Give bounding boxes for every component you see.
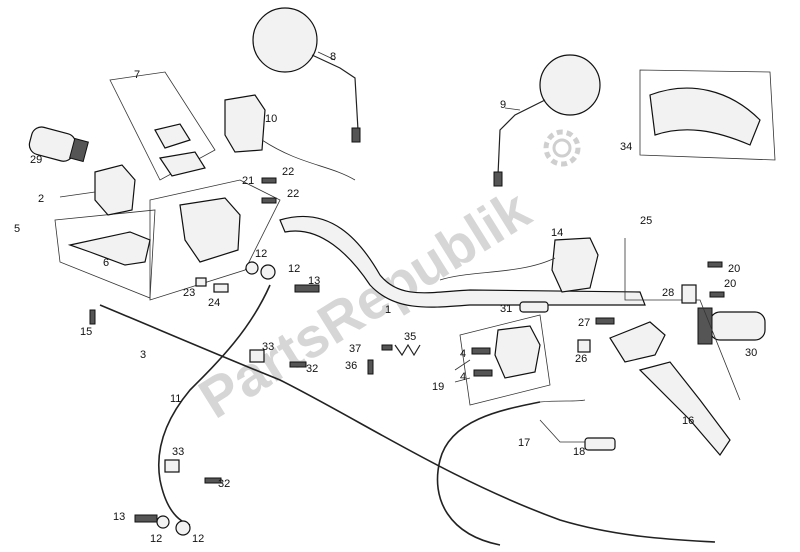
label-3: 3: [140, 349, 146, 361]
label-33a: 33: [262, 341, 274, 353]
bolt-13-bottom: [134, 514, 158, 523]
label-13b: 13: [113, 511, 125, 523]
label-30: 30: [745, 347, 757, 359]
mirror-right: [493, 54, 601, 187]
lever-bracket-right: [609, 321, 666, 363]
bolt-28: [681, 284, 697, 304]
bolt-13-top: [294, 284, 320, 293]
label-14: 14: [551, 227, 563, 239]
label-17: 17: [518, 437, 530, 449]
cable-11: [157, 284, 271, 526]
spring-35: [394, 343, 421, 357]
label-11: 11: [170, 393, 181, 405]
label-13a: 13: [308, 275, 320, 287]
group-box-master: [149, 179, 281, 301]
label-24: 24: [208, 297, 220, 309]
label-22a: 22: [282, 166, 294, 178]
label-36: 36: [345, 360, 357, 372]
bolt-4: [471, 347, 493, 377]
clip-33-bottom: [164, 459, 180, 473]
label-15: 15: [80, 326, 92, 338]
gear-icon: [543, 129, 581, 167]
bolt-23-24: [195, 277, 229, 293]
switch-wire-10: [261, 139, 356, 181]
bolt-15: [89, 309, 96, 325]
switch-unit-14: [551, 237, 599, 293]
bolt-36-37: [367, 344, 393, 375]
label-9: 9: [500, 99, 506, 111]
label-32b: 32: [218, 478, 230, 490]
label-7: 7: [134, 69, 140, 81]
label-10: 10: [265, 113, 277, 125]
master-cylinder-cap: [154, 123, 191, 149]
cable-17b: [539, 399, 586, 403]
label-12c: 12: [150, 533, 162, 545]
label-16: 16: [682, 415, 694, 427]
lever-right: [638, 361, 731, 456]
washer-12-top: [245, 261, 276, 280]
label-2: 2: [38, 193, 44, 205]
label-12b: 12: [288, 263, 300, 275]
bolt-22: [261, 177, 277, 204]
master-cylinder: [179, 197, 241, 263]
group-box-7: [109, 71, 216, 181]
label-28: 28: [662, 287, 674, 299]
handguard: [649, 87, 761, 146]
label-37: 37: [349, 343, 361, 355]
label-1: 1: [385, 304, 391, 316]
label-26: 26: [575, 353, 587, 365]
label-5: 5: [14, 223, 20, 235]
label-12d: 12: [192, 533, 204, 545]
lever-left: [67, 231, 151, 266]
bolt-32-top: [289, 361, 307, 368]
label-19: 19: [432, 381, 444, 393]
bolt-32-bottom: [204, 477, 222, 484]
label-27: 27: [578, 317, 590, 329]
clip-33-top: [249, 349, 265, 363]
bolt-26-27: [577, 317, 615, 353]
label-6: 6: [103, 257, 109, 269]
label-23: 23: [183, 287, 195, 299]
master-cylinder-gasket: [158, 151, 206, 177]
switch-clamp-19: [494, 325, 541, 379]
mirror-left: [252, 7, 361, 143]
switch-unit-10: [224, 94, 266, 153]
right-grip: [697, 307, 766, 345]
label-8: 8: [330, 51, 336, 63]
group-box-34: [639, 69, 776, 161]
label-4b: 4: [460, 371, 466, 383]
part-31: [519, 301, 549, 313]
label-12a: 12: [255, 248, 267, 260]
label-4a: 4: [460, 348, 466, 360]
label-33b: 33: [172, 446, 184, 458]
label-34: 34: [620, 141, 632, 153]
label-29: 29: [30, 154, 42, 166]
label-22b: 22: [287, 188, 299, 200]
left-grip: [28, 126, 89, 163]
label-20a: 20: [728, 263, 740, 275]
label-21: 21: [242, 175, 254, 187]
label-32a: 32: [306, 363, 318, 375]
label-20b: 20: [724, 278, 736, 290]
label-31: 31: [500, 303, 512, 315]
group-box-19: [459, 314, 551, 406]
cable-17: [436, 401, 541, 546]
switch-wire-14: [439, 257, 556, 281]
washer-12-bottom: [156, 515, 191, 536]
bolt-20: [707, 261, 725, 298]
label-18: 18: [573, 446, 585, 458]
switch-housing-left: [94, 164, 136, 216]
handlebar: [279, 215, 646, 308]
label-25: 25: [640, 215, 652, 227]
part-18: [584, 437, 616, 451]
label-35: 35: [404, 331, 416, 343]
cable-3: [99, 304, 716, 543]
